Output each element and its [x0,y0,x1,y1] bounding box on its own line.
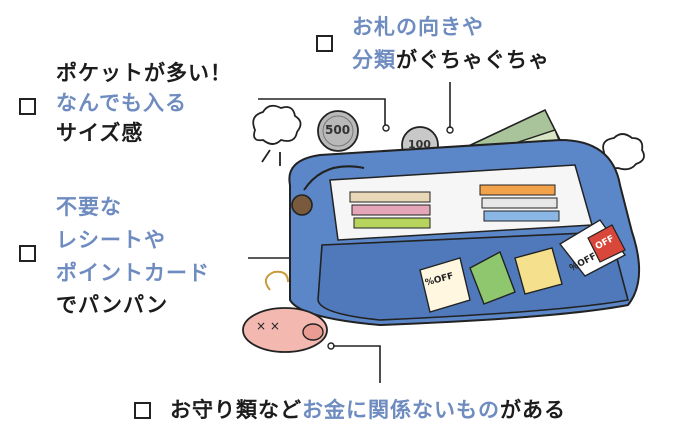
caption-receipts-line3: ポイントカード [56,261,210,285]
checkbox-charms [134,402,151,419]
caption-receipts-line1: 不要な [56,195,122,219]
caption-bills-line1: お札の向きや [352,15,484,39]
caption-bills-line2-blue: 分類 [352,48,396,72]
checkbox-receipts [19,245,36,262]
checkbox-bills [316,35,333,52]
caption-charms: お守り類などお金に関係ないものがある [170,395,566,425]
pig-charm-icon: × × [242,270,328,353]
caption-pockets-line3: サイズ感 [56,121,144,145]
caption-charms-part2: お金に関係ないもの [302,398,500,422]
coin-100-label: 100 [408,138,431,151]
coin-500-label: 500 [325,123,351,137]
svg-text:× ×: × × [256,319,280,333]
checkbox-pockets [19,98,36,115]
coupon-tickets-icon [419,219,627,313]
caption-bills-line2-black: がぐちゃぐちゃ [396,48,550,72]
caption-pockets-line2: なんでも入る [56,91,187,115]
caption-receipts-line2: レシートや [56,228,166,252]
smoke-puff-left-icon [252,104,302,166]
coin-500-icon [317,110,359,152]
caption-receipts-line4: でパンパン [56,293,169,317]
caption-charms-part3: がある [500,398,566,422]
caption-charms-part1: お守り類など [170,398,302,422]
caption-pockets-line1: ポケットが多い！ [56,61,232,85]
caption-bills-line2: 分類がぐちゃぐちゃ [352,45,550,75]
